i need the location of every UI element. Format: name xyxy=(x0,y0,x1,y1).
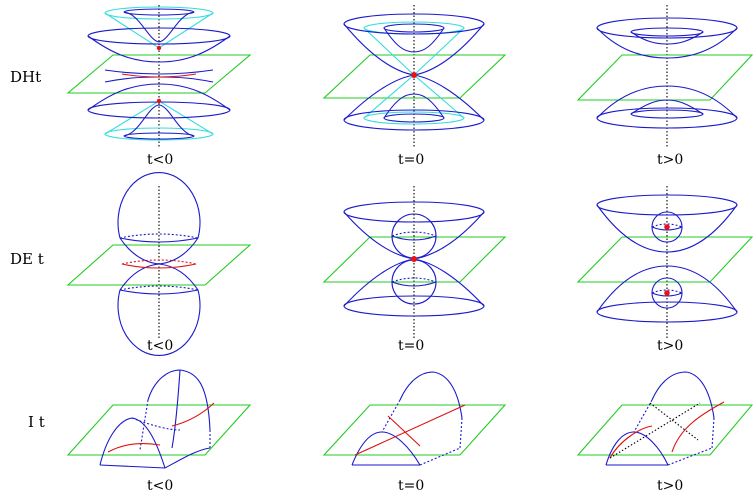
paraboloid xyxy=(596,194,738,323)
ellipsoid xyxy=(117,172,201,356)
plane xyxy=(576,404,753,456)
singular-point xyxy=(664,224,670,230)
row-label-det: DE t xyxy=(10,250,44,268)
singular-point xyxy=(664,290,670,296)
plane xyxy=(576,54,753,101)
intersection-curve xyxy=(121,263,197,269)
panel-det-zero xyxy=(322,186,507,340)
caption-det-pos: t>0 xyxy=(657,338,683,354)
panel-det-neg xyxy=(66,172,252,356)
row-label-it: I t xyxy=(28,413,45,431)
singular-point xyxy=(411,72,417,78)
plane xyxy=(66,404,252,456)
surface xyxy=(605,371,715,466)
hyperboloid xyxy=(87,8,231,140)
caption-det-zero: t=0 xyxy=(398,338,424,354)
intersection-curve xyxy=(121,73,197,78)
caption-it-neg: t<0 xyxy=(147,478,173,494)
dotted-path xyxy=(609,402,701,459)
panel-dht-neg xyxy=(66,5,252,148)
plane xyxy=(66,54,252,94)
intersection-curve xyxy=(107,443,161,453)
panel-dht-zero xyxy=(322,5,507,148)
surface xyxy=(99,369,211,469)
caption-dht-zero: t=0 xyxy=(398,152,424,168)
panel-it-neg xyxy=(66,369,252,469)
sphere xyxy=(651,211,683,309)
caption-it-pos: t>0 xyxy=(657,478,683,494)
panel-dht-pos xyxy=(576,5,753,148)
intersection-curve xyxy=(671,401,725,453)
intersection-curve xyxy=(387,415,421,447)
singular-point xyxy=(411,256,417,262)
intersection-curve xyxy=(609,425,653,459)
light-cone xyxy=(104,6,214,141)
hyperboloid xyxy=(596,17,738,129)
plane xyxy=(322,404,507,456)
intersection-curve-back xyxy=(121,259,197,265)
caption-dht-pos: t>0 xyxy=(657,152,683,168)
singular-point xyxy=(156,98,162,104)
paraboloid xyxy=(343,13,485,131)
surface xyxy=(351,371,463,466)
row-label-dht: DHt xyxy=(10,68,41,86)
intersection-curve xyxy=(354,404,466,456)
intersection-curve xyxy=(171,402,215,427)
caption-it-zero: t=0 xyxy=(398,478,424,494)
singular-point xyxy=(156,45,162,51)
plane xyxy=(322,236,507,283)
panel-it-pos xyxy=(576,371,753,466)
caption-dht-neg: t<0 xyxy=(147,152,173,168)
panel-det-pos xyxy=(576,186,753,340)
plane xyxy=(66,244,252,286)
caption-det-neg: t<0 xyxy=(147,338,173,354)
panel-it-zero xyxy=(322,371,507,466)
plane xyxy=(576,236,753,283)
